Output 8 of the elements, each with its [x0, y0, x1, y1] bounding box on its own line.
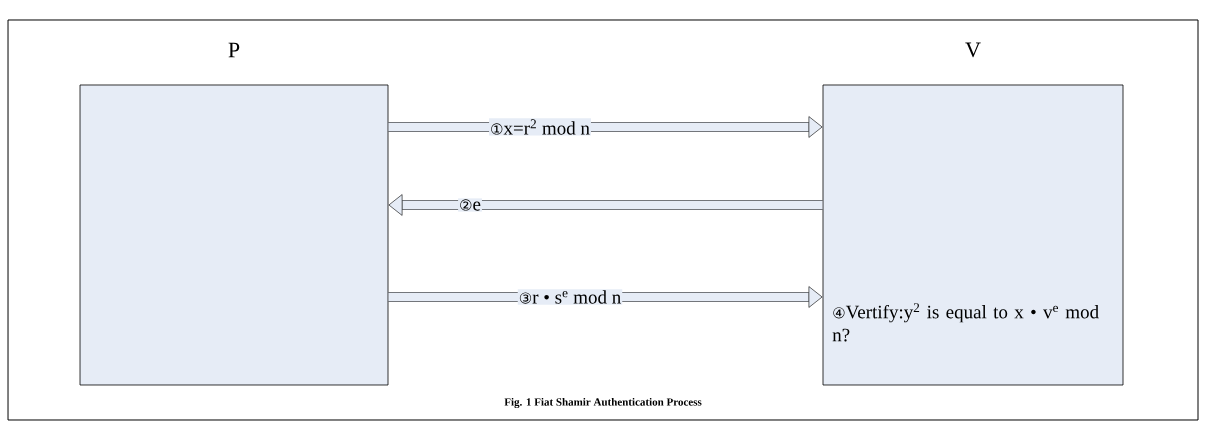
caption: Fig. 1 Fiat Shamir Authentication Process — [504, 397, 702, 408]
heading: V — [965, 42, 981, 58]
heading: P — [228, 42, 240, 58]
body-text: ④Vertify:y$^{2}$ is equal to x • v$^{e}$ mod n? — [832, 303, 1099, 342]
edge-label: ③r • s$^{e}$ mod n — [519, 290, 621, 304]
edge-label: ②e — [460, 199, 481, 211]
block-arrow — [388, 194, 823, 216]
edge-label: ①x=r$^{2}$ mod n — [491, 119, 590, 135]
